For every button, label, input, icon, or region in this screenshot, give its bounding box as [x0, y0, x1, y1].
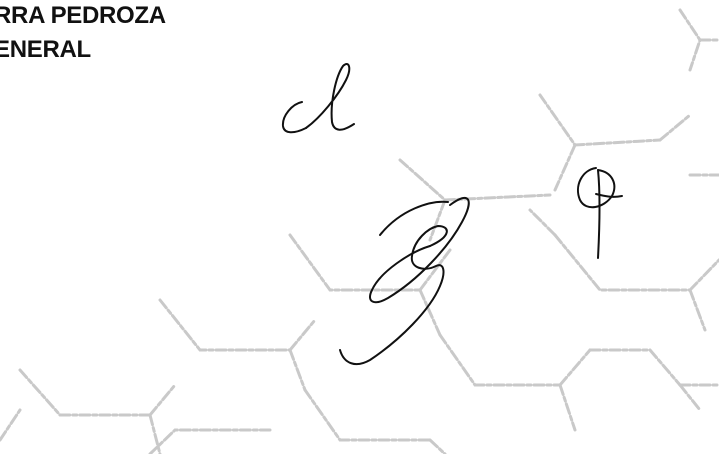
signatory-title: ENERAL — [0, 36, 91, 63]
signatory-name: RRA PEDROZA — [0, 2, 166, 29]
